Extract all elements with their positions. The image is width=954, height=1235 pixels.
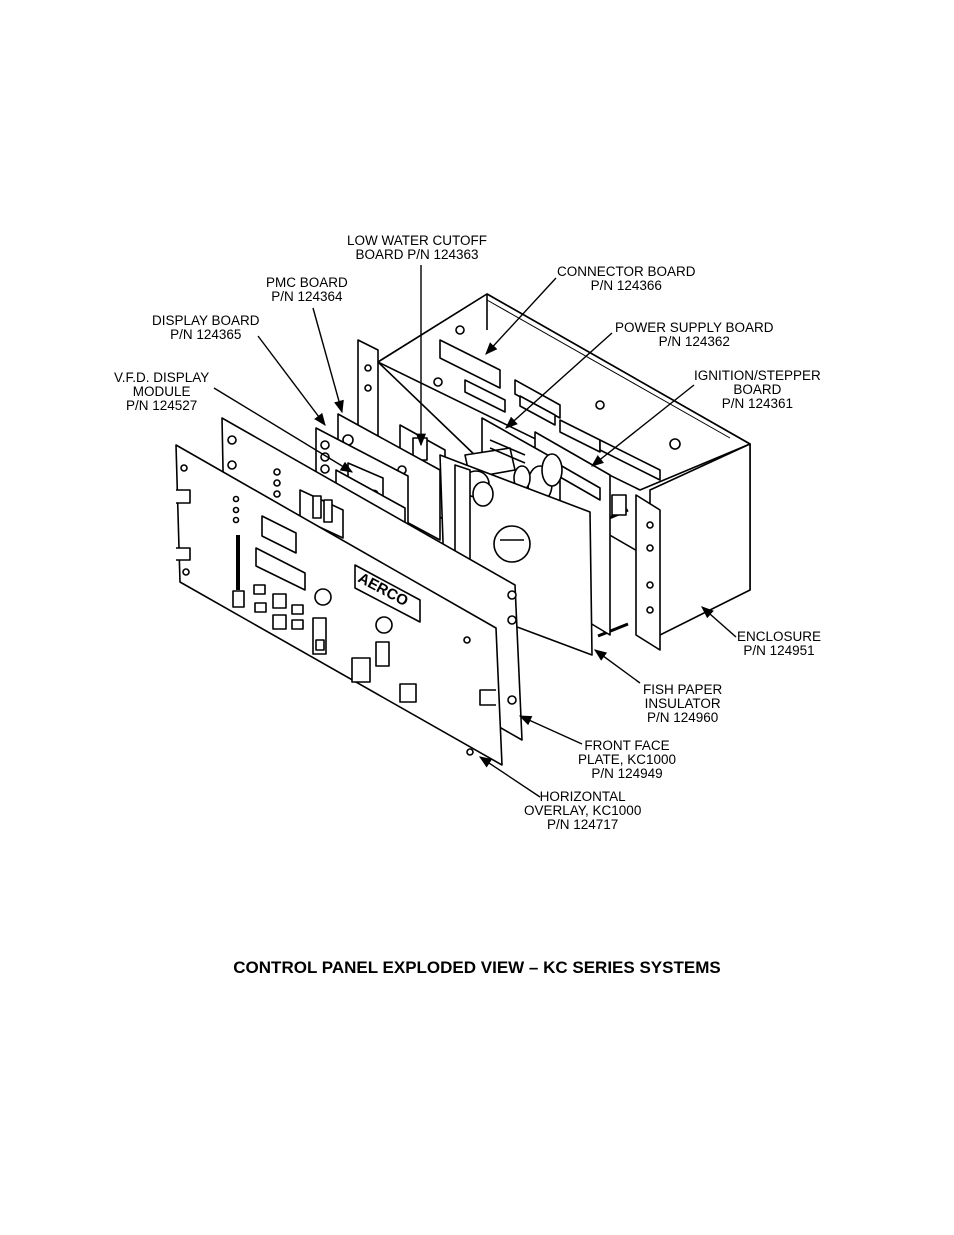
enclosure bbox=[357, 293, 751, 651]
leader-front-face bbox=[518, 715, 583, 745]
label-low-water-cutoff-board: LOW WATER CUTOFF BOARD P/N 124363 bbox=[347, 233, 487, 262]
label-front-face-plate: FRONT FACE PLATE, KC1000 P/N 124949 bbox=[578, 738, 677, 781]
leader-connector bbox=[485, 277, 557, 355]
leader-overlay bbox=[478, 756, 541, 798]
leader-enclosure bbox=[701, 606, 737, 638]
label-display-board: DISPLAY BOARD P/N 124365 bbox=[152, 313, 260, 342]
horizontal-overlay bbox=[175, 444, 503, 766]
label-ignition-stepper-board: IGNITION/STEPPER BOARD P/N 124361 bbox=[694, 368, 821, 411]
label-vfd-display-module: V.F.D. DISPLAY MODULE P/N 124527 bbox=[114, 370, 210, 413]
leader-vfd bbox=[213, 387, 354, 473]
figure-caption: CONTROL PANEL EXPLODED VIEW – KC SERIES … bbox=[233, 958, 721, 977]
label-enclosure: ENCLOSURE P/N 124951 bbox=[737, 629, 822, 658]
label-horizontal-overlay: HORIZONTAL OVERLAY, KC1000 P/N 124717 bbox=[524, 789, 642, 832]
leader-display bbox=[257, 335, 326, 427]
leader-ignition bbox=[591, 384, 695, 467]
leader-fish-paper bbox=[593, 649, 641, 684]
label-connector-board: CONNECTOR BOARD P/N 124366 bbox=[557, 264, 696, 293]
label-fish-paper-insulator: FISH PAPER INSULATOR P/N 124960 bbox=[643, 682, 723, 725]
label-power-supply-board: POWER SUPPLY BOARD P/N 124362 bbox=[615, 320, 774, 349]
leader-pmc bbox=[312, 307, 344, 414]
label-pmc-board: PMC BOARD P/N 124364 bbox=[266, 275, 348, 304]
leader-power-supply bbox=[505, 332, 613, 429]
